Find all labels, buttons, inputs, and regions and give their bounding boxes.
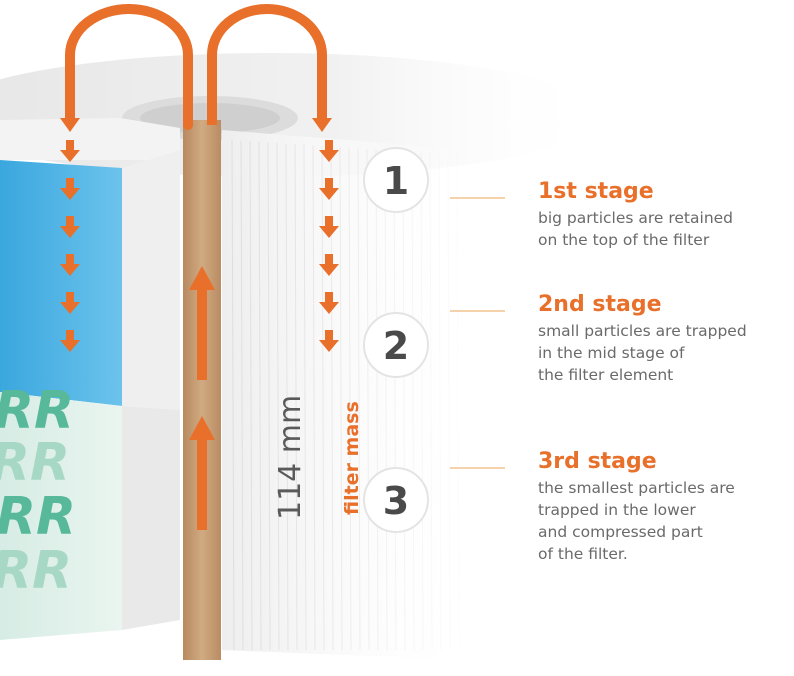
stage-3-description: the smallest particles are trapped in th… xyxy=(538,477,794,565)
stage-2-line: small particles are trapped xyxy=(538,320,794,342)
stage-2-title: 2nd stage xyxy=(538,292,794,318)
downflow-left-arrow-stem xyxy=(66,178,74,188)
brand-mark: RR xyxy=(0,487,76,547)
downflow-right-arrow-stem xyxy=(325,254,333,264)
stage-3-line: of the filter. xyxy=(538,543,794,565)
stage-3-number: 3 xyxy=(383,479,409,523)
stage-2-number: 2 xyxy=(383,324,409,368)
downflow-left-arrow-stem xyxy=(66,254,74,264)
stage-1-title: 1st stage xyxy=(538,179,794,205)
downflow-left-arrow-stem xyxy=(66,216,74,226)
stage-1-line: big particles are retained xyxy=(538,207,794,229)
brand-mark: RR xyxy=(0,541,72,601)
stage-1-label: 1st stage big particles are retained on … xyxy=(538,179,794,251)
stage-3-title: 3rd stage xyxy=(538,449,794,475)
pleated-paper-section xyxy=(222,130,470,660)
downflow-right-arrow-stem xyxy=(325,330,333,340)
brand-pattern: RRRRRRRR xyxy=(0,381,76,601)
filter-mass-label: filter mass xyxy=(341,401,363,515)
stage-3-line: the smallest particles are xyxy=(538,477,794,499)
downflow-right-arrow-stem xyxy=(325,292,333,302)
stage-2-line: the filter element xyxy=(538,364,794,386)
central-core-tube xyxy=(183,120,221,660)
stage-2-badge: 2 xyxy=(364,313,428,377)
foam-prefilter-layer xyxy=(0,160,122,406)
left-cutaway-block: RRRRRRRR xyxy=(0,118,180,640)
downflow-right-arrow-stem xyxy=(325,140,333,150)
height-label: 114 mm xyxy=(273,395,308,520)
downflow-left-arrow-stem xyxy=(66,140,74,150)
stage-1-line: on the top of the filter xyxy=(538,229,794,251)
stage-1-number: 1 xyxy=(383,159,409,203)
stage-3-badge: 3 xyxy=(364,468,428,532)
downflow-right-arrow-stem xyxy=(325,178,333,188)
stage-1-description: big particles are retained on the top of… xyxy=(538,207,794,251)
stage-1-badge: 1 xyxy=(364,148,428,212)
brand-mark: RR xyxy=(0,381,74,441)
downflow-right-arrow-stem xyxy=(325,216,333,226)
stage-3-line: and compressed part xyxy=(538,521,794,543)
stage-3-line: trapped in the lower xyxy=(538,499,794,521)
downflow-left-arrow-stem xyxy=(66,292,74,302)
downflow-left-arrow-stem xyxy=(66,330,74,340)
stage-3-label: 3rd stage the smallest particles are tra… xyxy=(538,449,794,565)
stage-2-label: 2nd stage small particles are trapped in… xyxy=(538,292,794,386)
stage-2-line: in the mid stage of xyxy=(538,342,794,364)
stage-2-description: small particles are trapped in the mid s… xyxy=(538,320,794,386)
brand-mark: RR xyxy=(0,433,70,493)
